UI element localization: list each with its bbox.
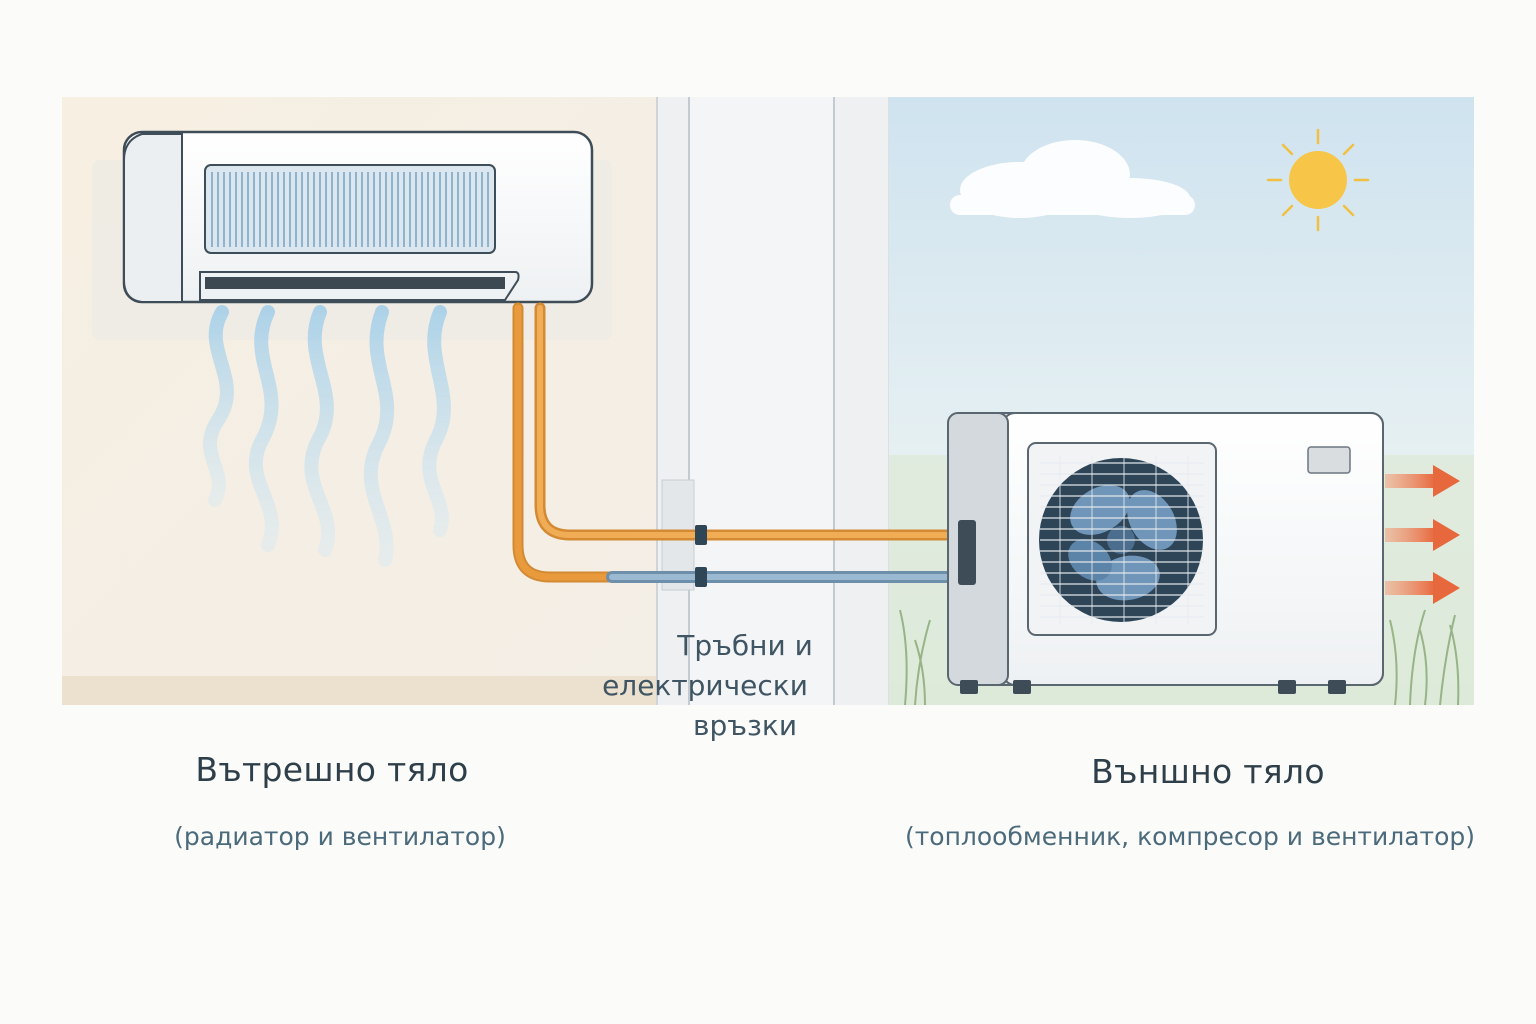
connection-label: Тръбни и електрически връзки — [585, 626, 825, 746]
cloud-icon — [950, 140, 1195, 218]
connection-label-line2: електрически — [602, 669, 808, 702]
fan-icon — [1068, 485, 1177, 601]
outdoor-unit-title: Външно тяло — [1091, 752, 1325, 791]
cool-air-flow — [202, 305, 451, 567]
indoor-unit — [92, 130, 612, 340]
connection-label-line1: Тръбни и — [677, 629, 813, 662]
warm-air-arrows — [1385, 465, 1460, 604]
arrow-right-icon — [1385, 465, 1460, 497]
indoor-coil — [211, 172, 489, 247]
indoor-unit-title: Вътрешно тяло — [195, 750, 469, 789]
grass — [899, 609, 1460, 706]
outdoor-unit-subtitle: (топлообменник, компресор и вентилатор) — [904, 822, 1476, 851]
connection-label-line3: връзки — [692, 709, 798, 742]
wall-section — [656, 97, 890, 705]
refrigerant-pipes — [512, 302, 976, 587]
arrow-right-icon — [1385, 519, 1460, 551]
sun-icon — [1266, 128, 1370, 232]
indoor-unit-subtitle: (радиатор и вентилатор) — [174, 822, 506, 851]
fan-grille — [1040, 455, 1204, 625]
outdoor-unit — [947, 412, 1384, 694]
arrow-right-icon — [1385, 572, 1460, 604]
